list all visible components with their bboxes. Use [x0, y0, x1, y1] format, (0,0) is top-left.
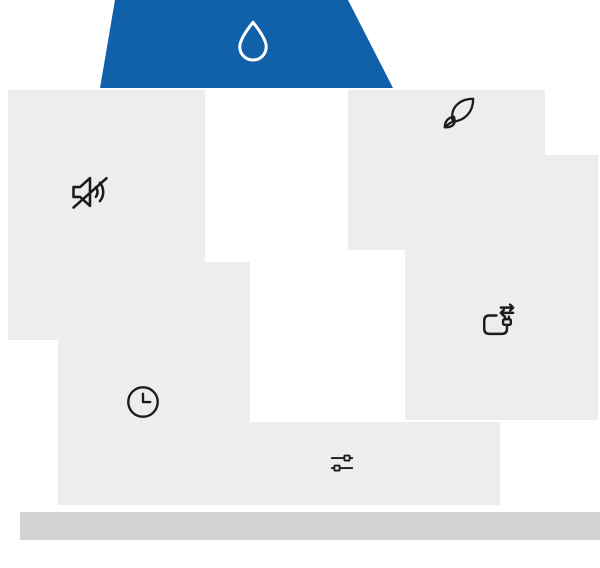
plug-sync-icon [476, 301, 518, 343]
bottom-bar [20, 512, 600, 540]
program-banner[interactable] [100, 0, 393, 88]
water-drop-icon [227, 16, 279, 68]
leaf-icon [439, 93, 479, 133]
speaker-mute-icon [68, 170, 112, 214]
options-sliders-icon [327, 448, 357, 478]
tile-power[interactable] [405, 155, 598, 420]
tile-options[interactable] [205, 422, 500, 505]
clock-icon [124, 383, 162, 421]
